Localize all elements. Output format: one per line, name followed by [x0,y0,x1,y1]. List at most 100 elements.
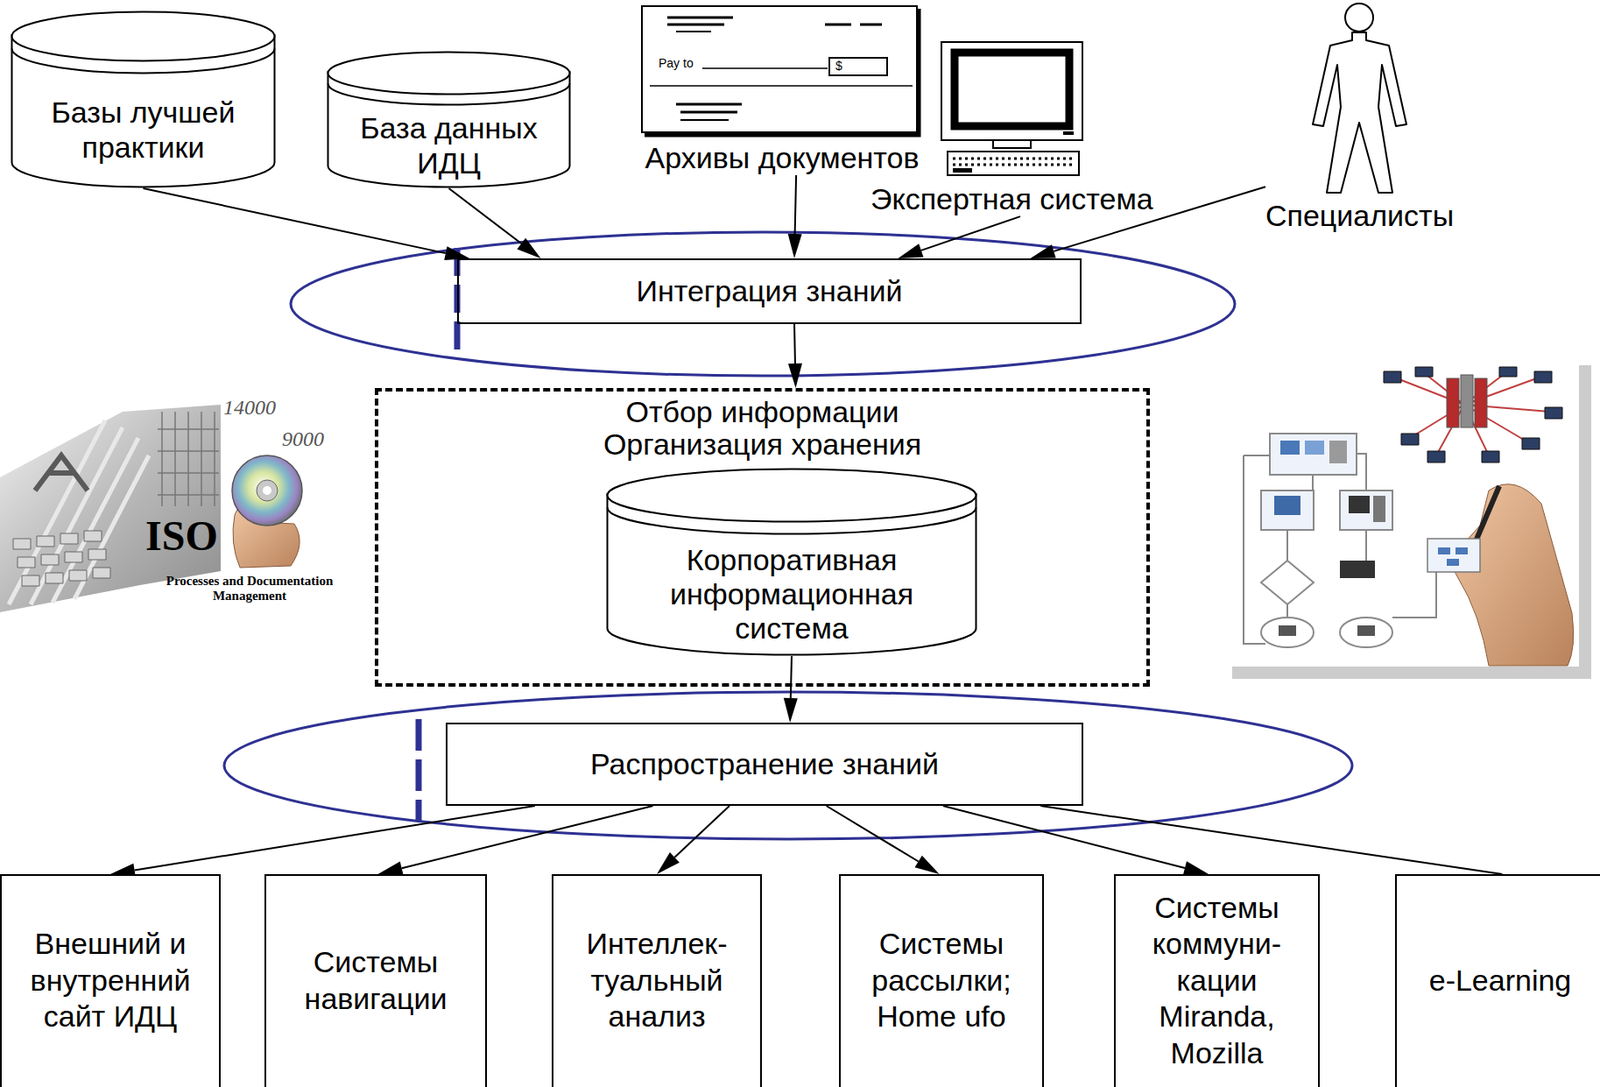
connector [1040,805,1502,875]
network-illustration-part [1446,558,1460,566]
cylinder-top [607,469,977,522]
check-icon-part [649,68,913,86]
network-illustration-part [1280,440,1300,455]
iso-illustration-part [232,455,303,526]
node-label: База данных ИДЦ [333,111,564,180]
network-illustration-part [1446,378,1460,428]
person-icon-part [1345,3,1374,32]
cylinder-rim [12,49,275,74]
connector-line [134,805,536,871]
node-label: Экспертная система [870,182,1154,217]
connector-line [449,188,522,244]
cylinder-text-area: Корпоративная информационная система [641,535,943,653]
node-label: Системы навигации [273,944,479,1017]
network-illustration-part [1383,366,1563,463]
pc-icon-part [952,158,1072,165]
network-illustration-part [1373,495,1386,522]
connector-line [1040,805,1502,875]
network-illustration-part [1455,547,1468,555]
node-label: Интеллек- туальный анализ [560,925,754,1035]
arrow-head [378,860,404,875]
check-icon-part [667,17,882,25]
connector [143,188,471,261]
illustration-label: $ [835,58,843,73]
network-illustration-part [1232,666,1592,679]
connector [943,805,1209,875]
node-label: Архивы документов [641,140,924,176]
arrow-head [656,852,680,875]
output-box: e-Learning [1395,874,1600,1087]
database-cylinder: База данных ИДЦ [326,50,571,189]
network-illustration-part [1232,365,1579,667]
dashed-marker-part [415,718,423,822]
network-illustration-part [1427,538,1481,572]
iso-illustration-part [13,530,111,586]
arrow-head [915,855,940,875]
network-illustration-part [1261,617,1314,648]
connector-line [826,805,919,862]
arrow-head [897,243,924,259]
output-text-area: Внешний и внутренний сайт ИДЦ [1,875,219,1086]
network-illustration-part [1269,433,1357,475]
connector-line [790,655,792,698]
arrow-head [516,238,541,259]
iso-illustration-part [8,420,149,605]
connector-line [143,188,446,254]
illustration-label: 9000 [281,427,325,452]
person-icon-part [1312,32,1407,193]
node-label: Корпоративная информационная система [641,542,943,646]
output-text-area: Системы рассылки; Home ufo [840,875,1043,1086]
network-illustration-part [1304,440,1325,455]
connector [783,655,798,723]
node-label: Внешний и внутренний сайт ИДЦ [8,925,212,1035]
network-illustration-part [1274,495,1301,515]
node-label: Системы коммуни- кации Miranda, Mozilla [1122,889,1312,1072]
network-illustration-part [1348,495,1370,514]
network-illustration-part [1460,374,1474,428]
database-cylinder: Корпоративная информационная система [606,467,978,656]
iso-illustration-part [256,479,278,501]
network-illustration-part [1278,625,1297,636]
node-label: Организация хранения [378,428,1147,461]
output-box: Интеллек- туальный анализ [551,874,762,1087]
highlight-ellipse [224,232,1353,839]
iso-illustration-part [157,411,219,507]
connector [656,805,730,875]
arrow-head [1030,244,1057,259]
process-box: Интеграция знаний [457,258,1082,325]
network-illustration-part [1339,490,1393,530]
connector-line [943,805,1185,868]
network-illustration-part [1261,560,1314,605]
dashed-marker [418,247,458,822]
connector [378,805,654,875]
network-illustration-part [1243,453,1437,644]
person-figure: Специалисты [1265,1,1454,233]
cylinder-rim [607,507,977,535]
output-box: Внешний и внутренний сайт ИДЦ [0,874,221,1087]
node-label: Отбор информации [378,395,1147,429]
output-text-area: e-Learning [1396,875,1600,1086]
network-illustration-part [1578,365,1592,679]
network-illustration-part [1339,617,1393,648]
output-box: Системы навигации [264,874,487,1087]
network-illustration-part [1474,378,1488,428]
output-text-area: Системы коммуни- кации Miranda, Mozilla [1115,875,1319,1086]
connector-line [793,324,797,364]
network-illustration-part [1437,547,1451,555]
illustration-label: Pay to [658,56,694,71]
connector-line [921,216,1021,251]
output-box: Системы коммуни- кации Miranda, Mozilla [1113,874,1320,1087]
check-icon-part [644,8,919,135]
network-illustration [1232,365,1592,679]
check-icon-part [676,104,742,113]
pc-icon-part [1063,131,1074,135]
arrow-head [1183,860,1209,875]
network-illustration-part [1339,560,1375,578]
node-label: Специалисты [1265,198,1454,233]
network-illustration-part [1329,440,1347,464]
node-label: Распространение знаний [590,747,939,782]
node-label: Системы рассылки; Home ufo [847,925,1036,1035]
cylinder-top [12,12,275,62]
process-box: Распространение знаний [445,722,1084,806]
